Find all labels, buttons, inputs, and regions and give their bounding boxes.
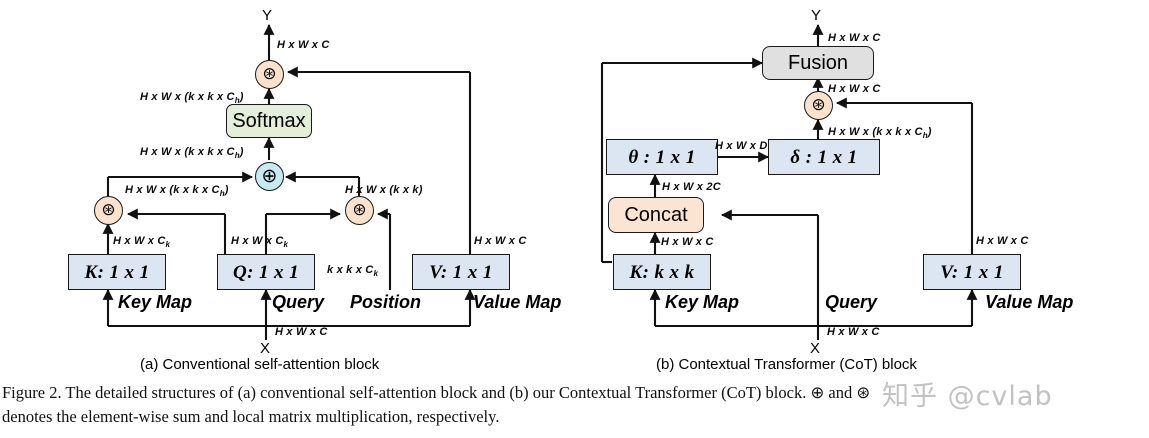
operator-sum-a: ⊕	[255, 162, 284, 191]
input-x-a: X	[260, 340, 271, 357]
tensor-tag-v-out-a: H x W x C	[474, 235, 527, 247]
tensor-tag-mul-in-b: H x W x (k x k x Ch)	[828, 126, 932, 141]
tensor-tag-softmax-in-a: H x W x (k x k x Ch)	[140, 146, 244, 161]
tensor-tag-right-branch-a: H x W x (k x k)	[345, 184, 423, 196]
node-label: V: 1 x 1	[429, 261, 493, 283]
tensor-tag-k-out-b: H x W x C	[661, 236, 714, 248]
input-label-query-b: Query	[825, 292, 878, 312]
node-k-projection-a[interactable]: K: 1 x 1	[68, 254, 166, 290]
operator-symbol: ⊛	[101, 200, 116, 220]
node-label: V: 1 x 1	[940, 261, 1004, 283]
tensor-tag-k-out-a: H x W x Ck	[113, 235, 171, 250]
input-label-key-map-b: Key Map	[665, 292, 740, 312]
tensor-tag-input-x-a: H x W x C	[275, 326, 328, 338]
operator-mul-top-b: ⊛	[804, 91, 833, 120]
tensor-tag-out-y-b: H x W x C	[828, 32, 881, 44]
node-delta-projection-b[interactable]: δ : 1 x 1	[768, 139, 880, 175]
tensor-tag-position-out-a: k x k x Ck	[327, 264, 379, 279]
node-label: δ : 1 x 1	[790, 146, 858, 168]
operator-mul-left-a: ⊛	[94, 196, 123, 225]
node-v-projection-b[interactable]: V: 1 x 1	[923, 254, 1021, 290]
node-label: Softmax	[232, 110, 306, 132]
tensor-tag-input-x-b: H x W x C	[827, 326, 880, 338]
output-y-a: Y	[262, 7, 273, 24]
operator-symbol: ⊛	[811, 95, 826, 115]
tensor-tag-theta-to-delta-b: H x W x D	[715, 140, 768, 152]
tensor-tag-fusion-in-b: H x W x C	[828, 83, 881, 95]
node-label: Fusion	[787, 52, 849, 74]
tensor-tag-v-out-b: H x W x C	[976, 235, 1029, 247]
input-label-value-map-b: Value Map	[985, 292, 1074, 312]
tensor-tag-softmax-out-a: H x W x (k x k x Ch)	[140, 91, 244, 106]
input-label-query-a: Query	[272, 292, 325, 312]
node-concat-b[interactable]: Concat	[608, 197, 704, 233]
operator-symbol: ⊕	[261, 165, 278, 187]
node-label: K: 1 x 1	[84, 261, 150, 283]
operator-mul-top-a: ⊛	[255, 60, 284, 89]
node-label: K: k x k	[629, 261, 695, 283]
node-k-projection-b[interactable]: K: k x k	[613, 254, 711, 290]
node-label: Q: 1 x 1	[233, 261, 299, 283]
output-y-b: Y	[811, 7, 822, 24]
figure-caption-line-1: Figure 2. The detailed structures of (a)…	[2, 383, 871, 402]
operator-symbol: ⊛	[262, 64, 277, 84]
figure-caption: Figure 2. The detailed structures of (a)…	[2, 381, 1147, 429]
node-softmax-a[interactable]: Softmax	[226, 104, 312, 138]
node-fusion-b[interactable]: Fusion	[762, 46, 874, 80]
node-label: Concat	[624, 204, 688, 226]
tensor-tag-q-out-a: H x W x Ck	[231, 235, 289, 250]
tensor-tag-out-y-a: H x W x C	[277, 39, 330, 51]
node-v-projection-a[interactable]: V: 1 x 1	[412, 254, 510, 290]
tensor-tag-left-branch-a: H x W x (k x k x Ch)	[125, 184, 229, 199]
operator-mul-right-a: ⊛	[345, 196, 374, 225]
figure-caption-line-2: denotes the element-wise sum and local m…	[2, 406, 500, 426]
input-label-key-map-a: Key Map	[118, 292, 193, 312]
node-label: θ : 1 x 1	[628, 146, 696, 168]
tensor-tag-concat-out-b: H x W x 2C	[662, 181, 721, 193]
subcaption-panel-b: (b) Contextual Transformer (CoT) block	[656, 356, 917, 373]
operator-symbol: ⊛	[352, 200, 367, 220]
subcaption-panel-a: (a) Conventional self-attention block	[140, 356, 380, 373]
input-label-value-map-a: Value Map	[473, 292, 562, 312]
node-theta-projection-b[interactable]: θ : 1 x 1	[606, 139, 718, 175]
input-label-position-a: Position	[350, 292, 421, 312]
diagram-connectors	[102, 23, 978, 340]
input-x-b: X	[810, 340, 821, 357]
node-q-projection-a[interactable]: Q: 1 x 1	[217, 254, 315, 290]
